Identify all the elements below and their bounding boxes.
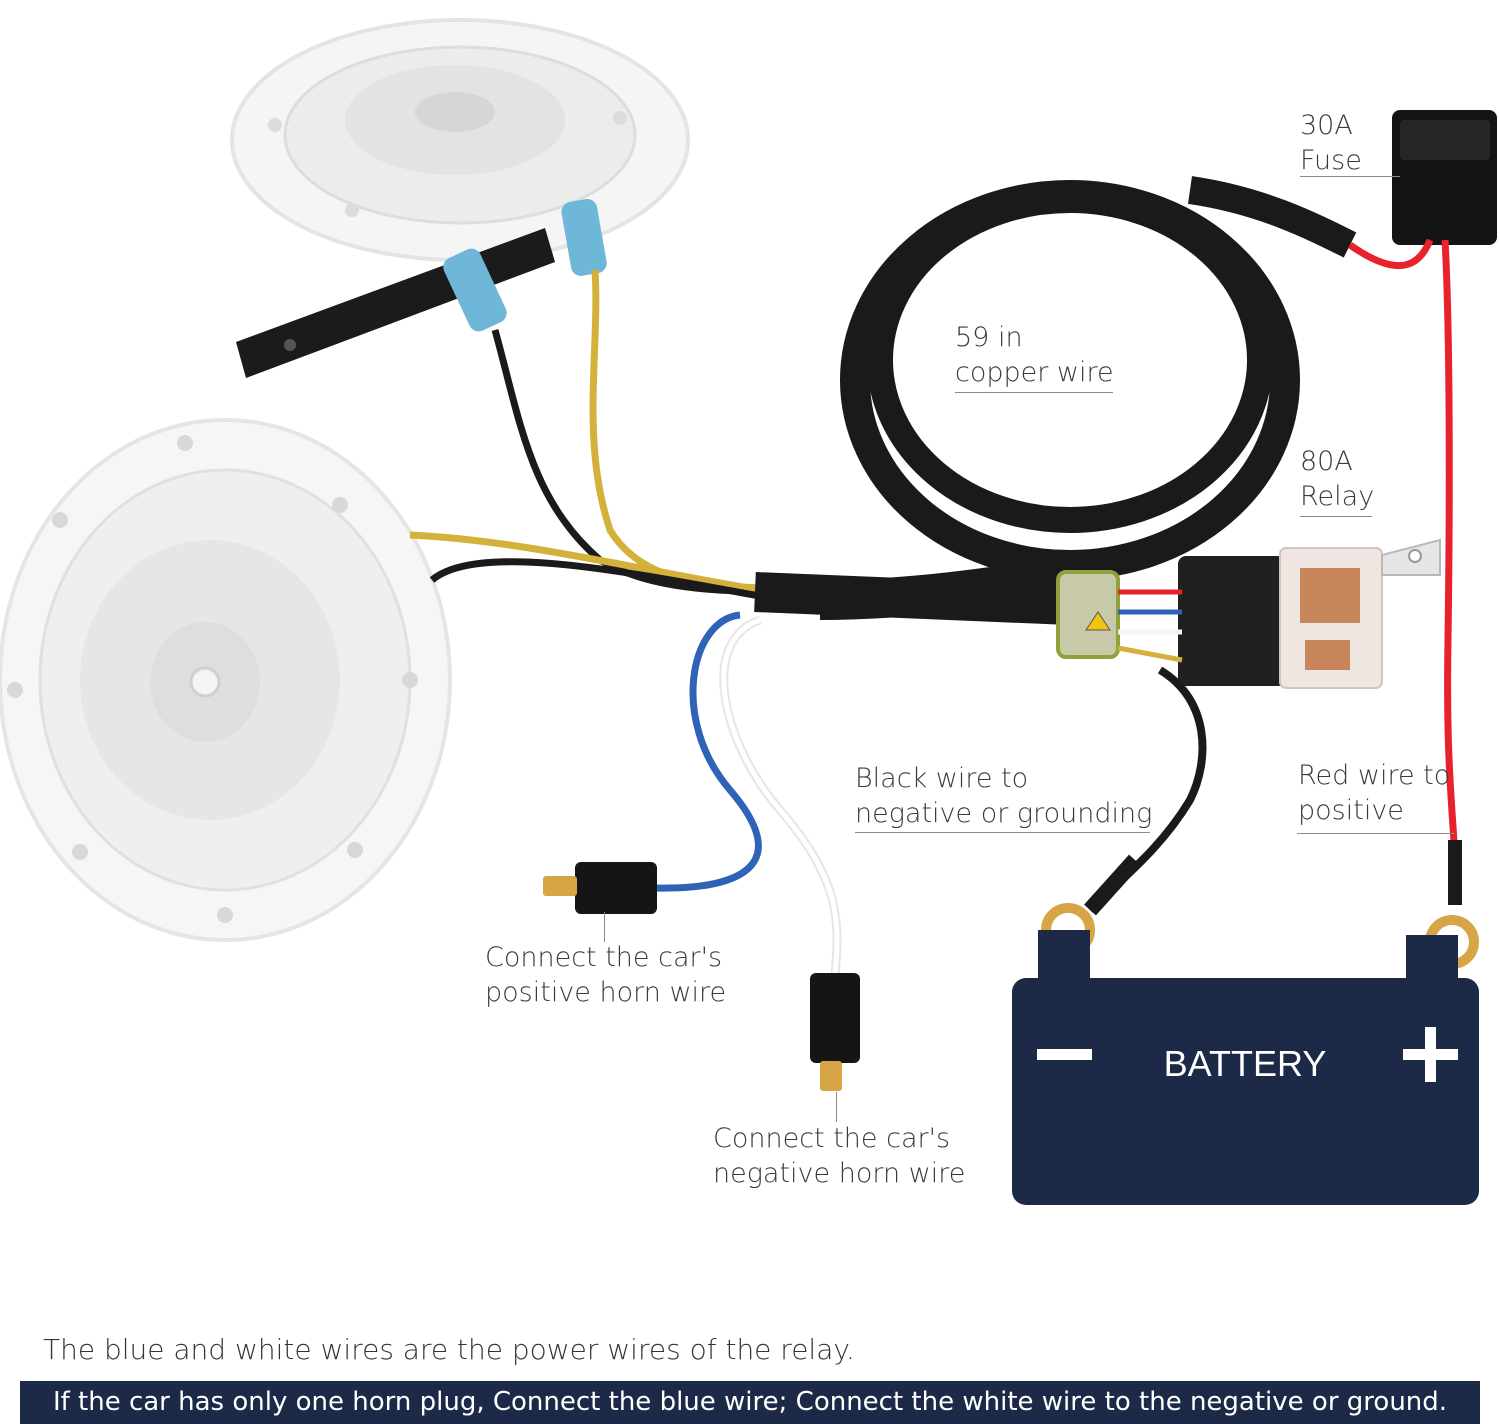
sleeve-band [1056,570,1120,659]
leader-line [1297,833,1455,834]
fuse-holder [1392,110,1497,245]
battery-label: BATTERY [1163,1043,1327,1084]
warning-icon [1085,611,1111,631]
yellow-wire [589,269,761,592]
red-wire [1441,239,1459,861]
label-red-wire: Red wire to positive [1298,760,1451,826]
blue-wire-connector [575,862,657,914]
leader-line [855,832,1150,833]
copper-wire-coil [819,176,1357,620]
white-wire [719,615,842,976]
spade-terminal [820,1061,842,1091]
leader-line [955,392,1113,393]
white-wire-connector [810,973,860,1063]
footnote: The blue and white wires are the power w… [43,1333,855,1366]
leader-line [836,1092,837,1122]
red-wire [1347,238,1434,269]
label-black-wire: Black wire to negative or grounding [855,763,1153,829]
blue-wire [654,611,762,892]
label-copper-wire: 59 in copper wire [955,322,1114,388]
horn-upper [230,18,690,262]
label-relay: 80A Relay [1300,446,1375,512]
spade-connector [561,199,607,276]
label-positive-horn: Connect the car's positive horn wire [485,942,727,1008]
black-wire [429,558,761,600]
wire-sleeve [754,572,1071,625]
battery-minus-icon [1037,1049,1092,1060]
horn-lower [0,418,452,942]
leader-line [1300,176,1400,177]
instruction-banner: If the car has only one horn plug, Conne… [20,1381,1480,1424]
label-negative-horn: Connect the car's negative horn wire [713,1123,966,1189]
spade-terminal [543,876,577,896]
yellow-wire [409,531,761,594]
leader-line [1300,516,1372,517]
leader-line [604,912,605,942]
label-fuse: 30A Fuse [1300,110,1362,176]
relay [1178,538,1441,689]
spade-connector [443,248,507,332]
battery [1012,930,1479,1205]
